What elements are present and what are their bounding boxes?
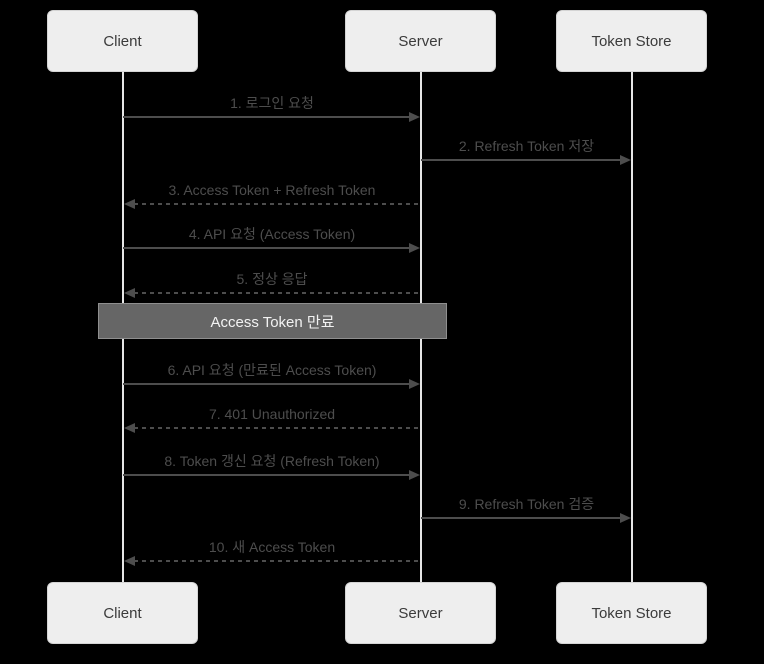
participant-box-bottom-token-store: Token Store: [556, 582, 707, 644]
participant-box-top-token-store: Token Store: [556, 10, 707, 72]
message-line-4: [123, 247, 410, 249]
message-line-1: [123, 116, 410, 118]
note-access-token-expired: Access Token 만료: [98, 303, 447, 339]
message-arrowhead-2: [620, 155, 631, 165]
message-label-1: 1. 로그인 요청: [230, 95, 314, 111]
note-label: Access Token 만료: [210, 313, 335, 331]
participant-label: Client: [103, 604, 142, 622]
message-arrowhead-3: [124, 199, 135, 209]
message-arrowhead-10: [124, 556, 135, 566]
message-line-9: [421, 517, 621, 519]
participant-label: Server: [398, 604, 443, 622]
participant-label: Server: [398, 32, 443, 50]
message-arrowhead-9: [620, 513, 631, 523]
message-label-3: 3. Access Token + Refresh Token: [168, 182, 376, 198]
message-line-8: [123, 474, 410, 476]
lifeline-token-store: [631, 72, 633, 582]
participant-box-top-client: Client: [47, 10, 198, 72]
message-label-8: 8. Token 갱신 요청 (Refresh Token): [164, 453, 380, 469]
message-arrowhead-6: [409, 379, 420, 389]
message-arrowhead-7: [124, 423, 135, 433]
message-arrowhead-8: [409, 470, 420, 480]
message-label-9: 9. Refresh Token 검증: [458, 496, 595, 512]
participant-box-bottom-client: Client: [47, 582, 198, 644]
message-line-6: [123, 383, 410, 385]
message-arrowhead-1: [409, 112, 420, 122]
message-arrowhead-5: [124, 288, 135, 298]
participant-label: Token Store: [591, 604, 672, 622]
message-line-5: [134, 292, 421, 294]
message-label-7: 7. 401 Unauthorized: [208, 406, 336, 422]
participant-box-top-server: Server: [345, 10, 496, 72]
message-label-6: 6. API 요청 (만료된 Access Token): [167, 362, 377, 378]
message-label-10: 10. 새 Access Token: [208, 539, 336, 555]
participant-label: Token Store: [591, 32, 672, 50]
message-arrowhead-4: [409, 243, 420, 253]
message-label-5: 5. 정상 응답: [236, 271, 308, 287]
message-label-2: 2. Refresh Token 저장: [458, 138, 595, 154]
message-line-10: [134, 560, 421, 562]
participant-box-bottom-server: Server: [345, 582, 496, 644]
message-line-2: [421, 159, 621, 161]
message-line-7: [134, 427, 421, 429]
participant-label: Client: [103, 32, 142, 50]
message-label-4: 4. API 요청 (Access Token): [188, 226, 356, 242]
message-line-3: [134, 203, 421, 205]
